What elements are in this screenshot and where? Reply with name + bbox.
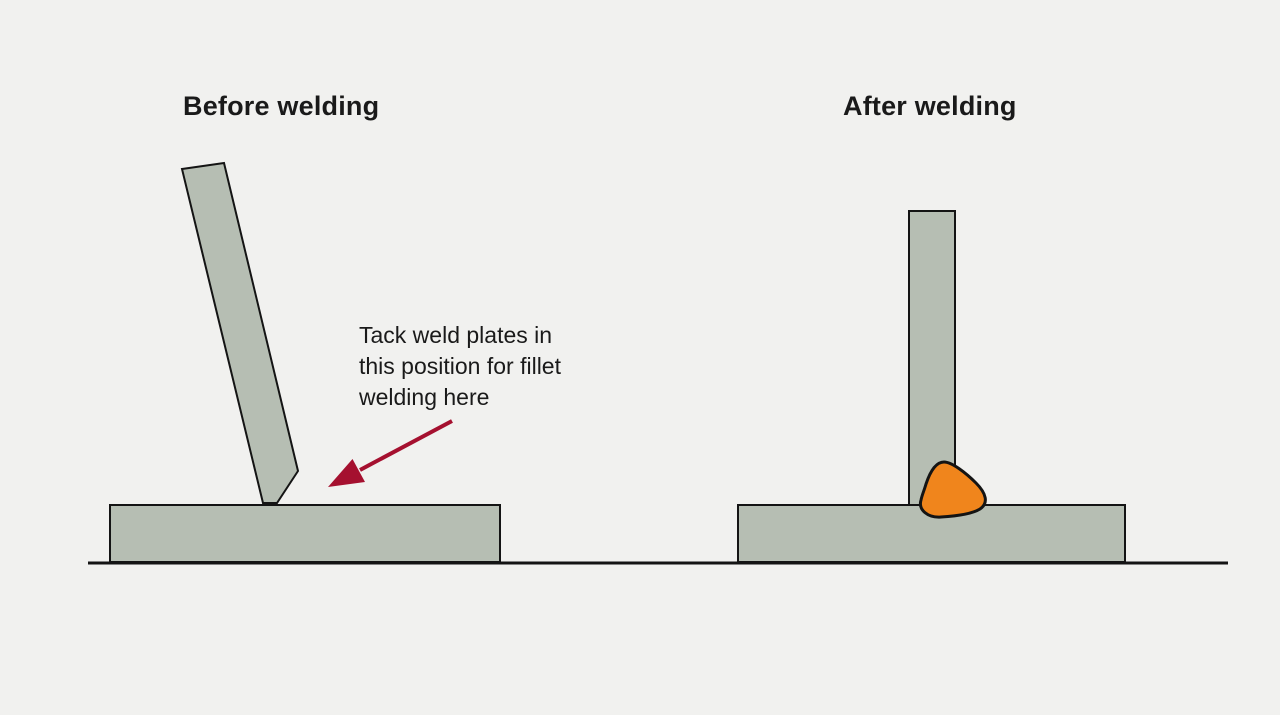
before-welding-title: Before welding <box>183 91 380 121</box>
before-tilted-plate <box>180 161 300 504</box>
annotation-arrow <box>328 419 453 487</box>
before-base-plate <box>109 504 501 563</box>
after-welding-title: After welding <box>843 91 1017 121</box>
annotation-arrow-shaft <box>359 419 453 472</box>
fillet-weld-bead <box>918 460 987 519</box>
after-vertical-plate <box>908 210 956 506</box>
tack-weld-annotation: Tack weld plates in this position for fi… <box>359 322 561 410</box>
annotation-arrow-head <box>328 459 365 487</box>
